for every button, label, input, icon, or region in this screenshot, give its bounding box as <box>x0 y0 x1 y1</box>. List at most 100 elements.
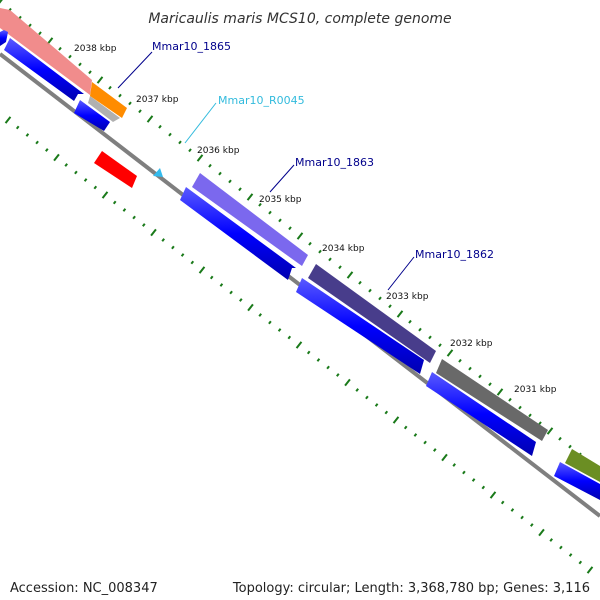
tick-mark <box>306 350 311 355</box>
cds-arrow[interactable] <box>180 187 296 280</box>
tick-mark <box>178 140 182 145</box>
tick-mark <box>247 303 254 312</box>
tick-mark <box>287 335 292 340</box>
feature-darkslate[interactable] <box>308 264 436 363</box>
tick-label: 2038 kbp <box>74 44 117 54</box>
tick-mark <box>558 436 562 441</box>
tick-mark <box>458 358 462 363</box>
cds-arrow[interactable] <box>4 38 84 101</box>
tick-mark <box>0 0 3 4</box>
cds-arrow[interactable] <box>426 372 536 456</box>
tick-label: 2031 kbp <box>514 385 557 395</box>
tick-mark <box>452 463 456 467</box>
tick-mark <box>346 271 354 279</box>
tick-mark <box>433 448 437 452</box>
tick-mark <box>238 187 242 192</box>
tick-label: 2033 kbp <box>386 292 429 302</box>
gene-labels: Mmar10_1865 Mmar10_R0045 Mmar10_1863 Mma… <box>152 40 494 261</box>
cds-arrow[interactable] <box>0 30 8 46</box>
tick-mark <box>318 249 322 254</box>
inner-tick-ring <box>4 116 594 574</box>
tick-mark <box>218 171 222 176</box>
feature-lavender[interactable] <box>192 173 308 266</box>
tick-mark <box>128 101 132 106</box>
tick-mark <box>365 395 369 400</box>
tick-mark <box>559 545 563 550</box>
tick-mark <box>101 191 109 199</box>
tick-mark <box>68 54 72 59</box>
tick-mark <box>146 115 154 123</box>
tick-mark <box>510 508 515 512</box>
tick-mark <box>396 310 404 318</box>
tick-mark <box>478 374 482 379</box>
feature-gray[interactable] <box>436 359 548 441</box>
tick-mark <box>518 405 522 410</box>
tick-label: 2035 kbp <box>259 195 302 205</box>
tick-mark <box>161 238 165 242</box>
tick-mark <box>328 257 332 262</box>
gene-label[interactable]: Mmar10_R0045 <box>218 94 305 107</box>
tick-mark <box>462 470 466 475</box>
tick-mark <box>229 290 233 295</box>
tick-mark <box>268 320 272 325</box>
gene-label[interactable]: Mmar10_1862 <box>415 248 494 261</box>
cds-track <box>0 30 600 500</box>
tick-mark <box>378 296 382 301</box>
tick-mark <box>446 349 454 357</box>
tick-label: 2037 kbp <box>136 95 179 105</box>
tick-mark <box>277 328 282 332</box>
feature-orange[interactable] <box>90 82 127 118</box>
tick-mark <box>288 226 292 231</box>
leader-line <box>117 51 153 89</box>
tick-mark <box>408 319 412 324</box>
tick-mark <box>132 215 136 220</box>
cds-arrow[interactable] <box>296 278 424 374</box>
tick-mark <box>38 31 42 36</box>
tick-mark <box>344 378 351 387</box>
tick-mark <box>538 421 542 426</box>
tick-mark <box>308 241 312 246</box>
tick-mark <box>586 566 594 574</box>
genome-summary: Topology: circular; Length: 3,368,780 bp… <box>232 581 590 596</box>
tick-mark <box>58 46 62 51</box>
tick-mark <box>190 260 195 265</box>
tick-mark <box>546 427 554 435</box>
tick-mark <box>530 523 534 527</box>
tick-label: 2036 kbp <box>197 146 240 156</box>
tick-mark <box>88 70 92 75</box>
tick-mark <box>64 163 68 167</box>
tick-mark <box>258 313 262 317</box>
leader-line <box>269 164 295 193</box>
tick-mark <box>508 397 512 402</box>
tick-mark <box>53 153 60 162</box>
tick-mark <box>246 193 254 201</box>
tick-mark <box>198 266 206 274</box>
tick-mark <box>403 425 408 430</box>
feature-gray-small[interactable] <box>88 96 120 122</box>
tick-mark <box>489 491 497 499</box>
tick-mark <box>28 23 32 28</box>
cds-arrow[interactable] <box>554 462 600 500</box>
tick-mark <box>468 366 472 371</box>
feature-olive[interactable] <box>565 449 600 482</box>
tick-mark <box>384 410 389 415</box>
gene-label[interactable]: Mmar10_1865 <box>152 40 231 53</box>
feature-salmon[interactable] <box>0 8 92 95</box>
tick-mark <box>219 283 224 287</box>
trna-feature[interactable] <box>153 168 163 177</box>
tick-mark <box>239 298 243 302</box>
tick-mark <box>93 185 98 190</box>
tick-mark <box>108 85 112 90</box>
tick-label: 2034 kbp <box>322 244 365 254</box>
tick-mark <box>122 208 127 212</box>
gene-label[interactable]: Mmar10_1863 <box>295 156 374 169</box>
tick-mark <box>336 373 340 377</box>
tick-mark <box>568 444 572 449</box>
tick-mark <box>368 288 372 293</box>
cds-arrow[interactable] <box>74 100 110 131</box>
tick-mark <box>496 388 504 396</box>
tick-mark <box>358 280 362 285</box>
tick-mark <box>388 304 392 309</box>
rna-feature[interactable] <box>94 151 137 188</box>
